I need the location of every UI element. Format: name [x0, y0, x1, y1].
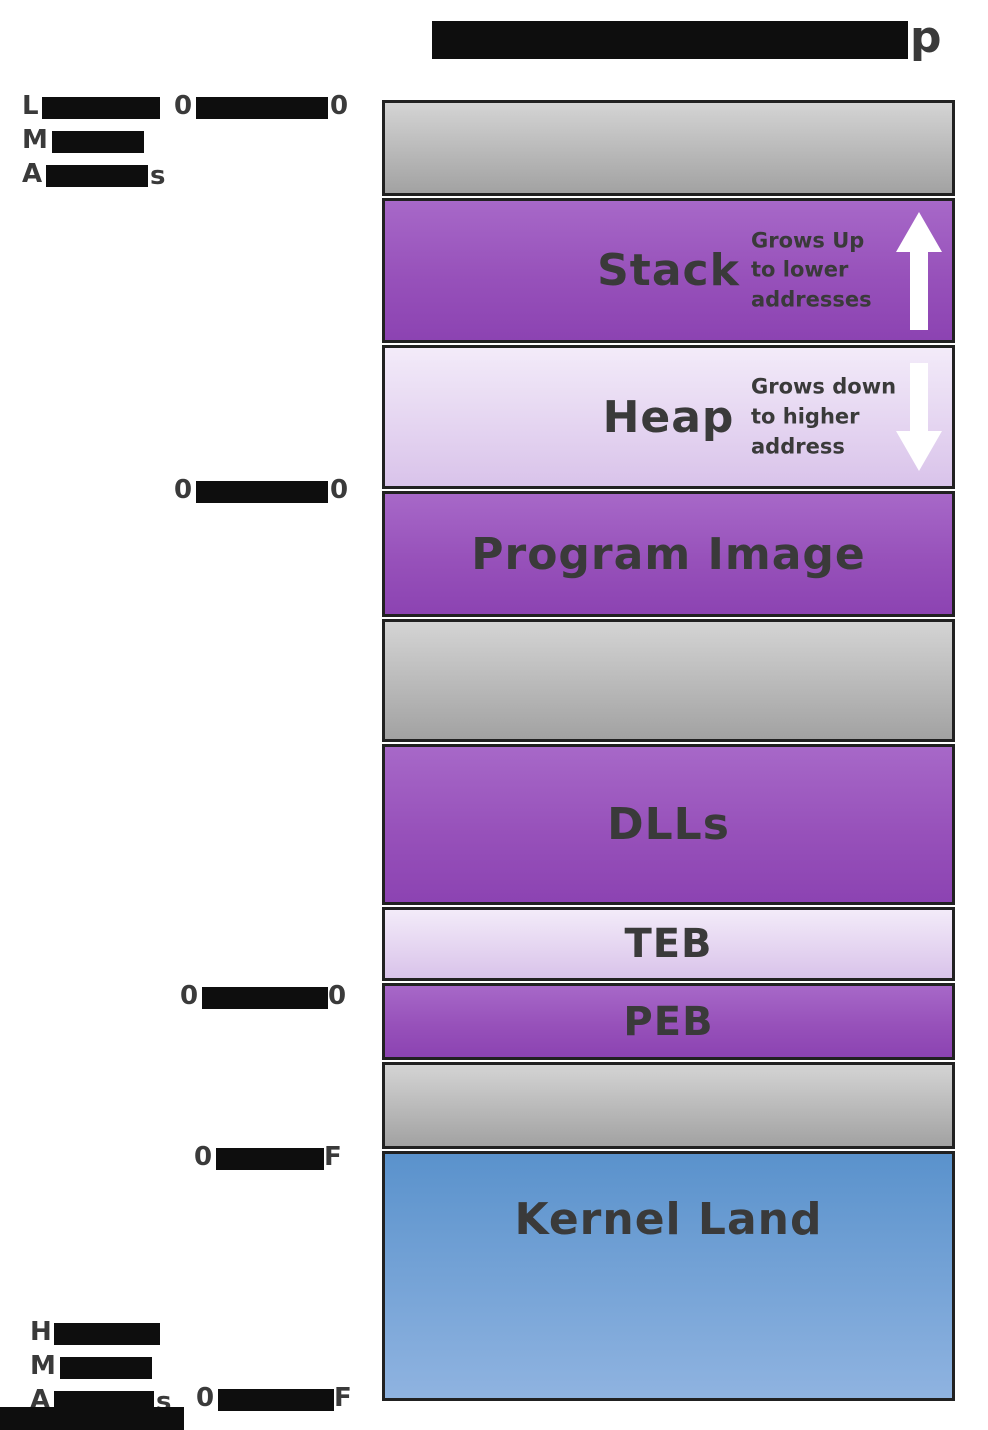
- stack-note-line: addresses: [751, 287, 872, 312]
- address-fragment: 0: [328, 981, 347, 1011]
- lower-memory-label-fragment: A: [22, 159, 43, 189]
- stack-note-line: Grows Up: [751, 227, 865, 252]
- memory-block-teb: TEB: [382, 907, 955, 981]
- arrow-up-icon: [896, 211, 942, 330]
- address-fragment: 0: [330, 475, 349, 505]
- memory-block-reserved-mid: [382, 619, 955, 742]
- kernel-land-label: Kernel Land: [514, 1194, 823, 1245]
- address-fragment: 0: [194, 1142, 213, 1172]
- redaction-bar: [52, 131, 144, 153]
- redaction-bar: [218, 1389, 334, 1411]
- address-fragment: 0: [180, 981, 199, 1011]
- redaction-bar: [202, 987, 328, 1009]
- stack-grow-note: Grows Up to lower addresses: [751, 226, 911, 315]
- memory-block-column: Stack Grows Up to lower addresses Heap G…: [382, 100, 955, 1401]
- address-fragment: 0: [196, 1383, 215, 1413]
- memory-block-peb: PEB: [382, 983, 955, 1060]
- redaction-bar-title: [432, 21, 908, 59]
- heap-label: Heap: [602, 391, 735, 443]
- address-fragment: 0: [330, 91, 349, 121]
- redaction-bar-bottom-corner: [0, 1407, 184, 1430]
- lower-memory-label-fragment: s: [150, 161, 166, 191]
- peb-label: PEB: [623, 998, 714, 1045]
- redaction-bar: [196, 97, 328, 119]
- heap-note-line: to higher: [751, 404, 860, 429]
- redaction-bar: [60, 1357, 152, 1379]
- heap-note-line: address: [751, 433, 845, 458]
- arrow-down-icon: [896, 363, 942, 471]
- memory-block-reserved-low: [382, 1062, 955, 1149]
- program-image-label: Program Image: [471, 528, 866, 580]
- heap-note-line: Grows down: [751, 374, 897, 399]
- memory-block-kernel-land: Kernel Land: [382, 1151, 955, 1401]
- stack-note-line: to lower: [751, 257, 849, 282]
- memory-block-program-image: Program Image: [382, 491, 955, 617]
- memory-block-stack: Stack Grows Up to lower addresses: [382, 198, 955, 343]
- higher-memory-label-fragment: A: [30, 1385, 51, 1415]
- teb-label: TEB: [624, 921, 713, 967]
- higher-memory-label-fragment: M: [30, 1351, 56, 1381]
- redaction-bar: [54, 1323, 160, 1345]
- memory-block-heap: Heap Grows down to higher address: [382, 345, 955, 489]
- address-fragment: F: [324, 1142, 342, 1172]
- redaction-bar: [42, 97, 160, 119]
- heap-grow-note: Grows down to higher address: [751, 372, 911, 461]
- page-title-fragment: p: [910, 12, 942, 63]
- address-fragment: 0: [174, 91, 193, 121]
- stack-label: Stack: [597, 245, 740, 296]
- higher-memory-label-fragment: H: [30, 1317, 52, 1347]
- address-fragment: 0: [174, 475, 193, 505]
- memory-block-reserved-top: [382, 100, 955, 196]
- redaction-bar: [46, 165, 148, 187]
- redaction-bar: [216, 1148, 324, 1170]
- address-fragment: F: [334, 1383, 352, 1413]
- memory-block-dlls: DLLs: [382, 744, 955, 905]
- dlls-label: DLLs: [607, 799, 730, 850]
- lower-memory-label-fragment: L: [22, 91, 39, 121]
- redaction-bar: [196, 481, 328, 503]
- lower-memory-label-fragment: M: [22, 125, 48, 155]
